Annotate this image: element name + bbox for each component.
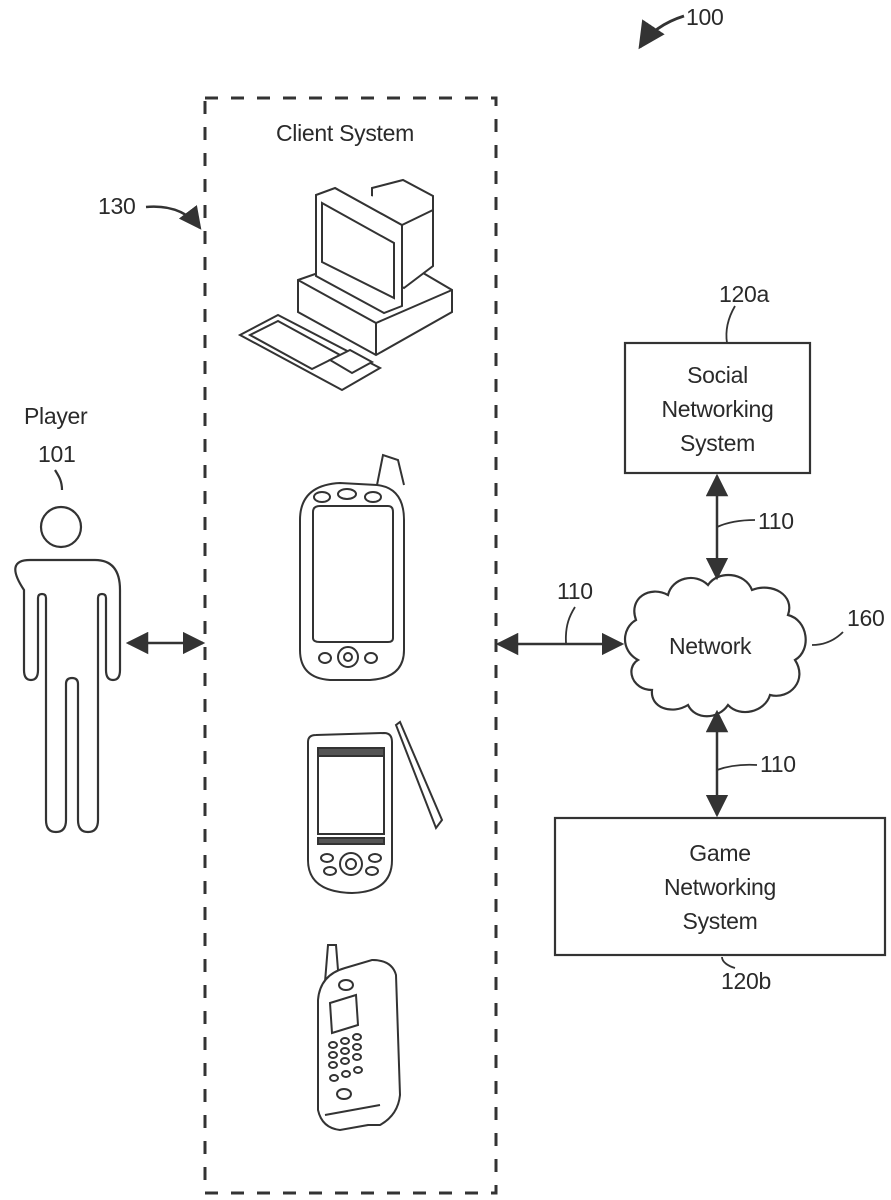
client-network-link-label: 110: [557, 580, 593, 603]
game-line-2: Networking: [555, 870, 885, 904]
social-line-3: System: [625, 426, 810, 460]
social-network-link-leader: [717, 520, 755, 527]
social-line-2: Networking: [625, 392, 810, 426]
network-game-link-label: 110: [760, 753, 796, 776]
pda-with-stylus-icon: [308, 722, 442, 893]
player-ref-label: 101: [38, 443, 75, 466]
game-ref-leader: [722, 957, 735, 968]
figure-ref-arrow: [640, 16, 684, 47]
network-label: Network: [669, 635, 751, 658]
desktop-computer-icon: [240, 180, 452, 390]
player-figure-icon: [15, 470, 120, 832]
social-line-1: Social: [625, 358, 810, 392]
social-network-link-label: 110: [758, 510, 794, 533]
network-game-link-leader: [717, 765, 757, 770]
client-system-ref-label: 130: [98, 195, 135, 218]
network-ref-leader: [812, 632, 843, 645]
client-network-link-leader: [566, 607, 575, 643]
game-line-1: Game: [555, 836, 885, 870]
social-ref-leader: [726, 306, 735, 343]
client-system-ref-arrow: [146, 207, 200, 228]
social-networking-system-label: Social Networking System: [625, 358, 810, 460]
smartphone-icon: [300, 455, 404, 680]
game-line-3: System: [555, 904, 885, 938]
network-ref-label: 160: [847, 607, 884, 630]
mobile-phone-icon: [318, 945, 400, 1130]
player-label: Player: [24, 405, 87, 428]
social-ref-label: 120a: [719, 283, 769, 306]
game-ref-label: 120b: [721, 970, 771, 993]
client-system-title: Client System: [276, 122, 414, 145]
figure-ref-label: 100: [686, 6, 723, 29]
game-networking-system-label: Game Networking System: [555, 836, 885, 938]
